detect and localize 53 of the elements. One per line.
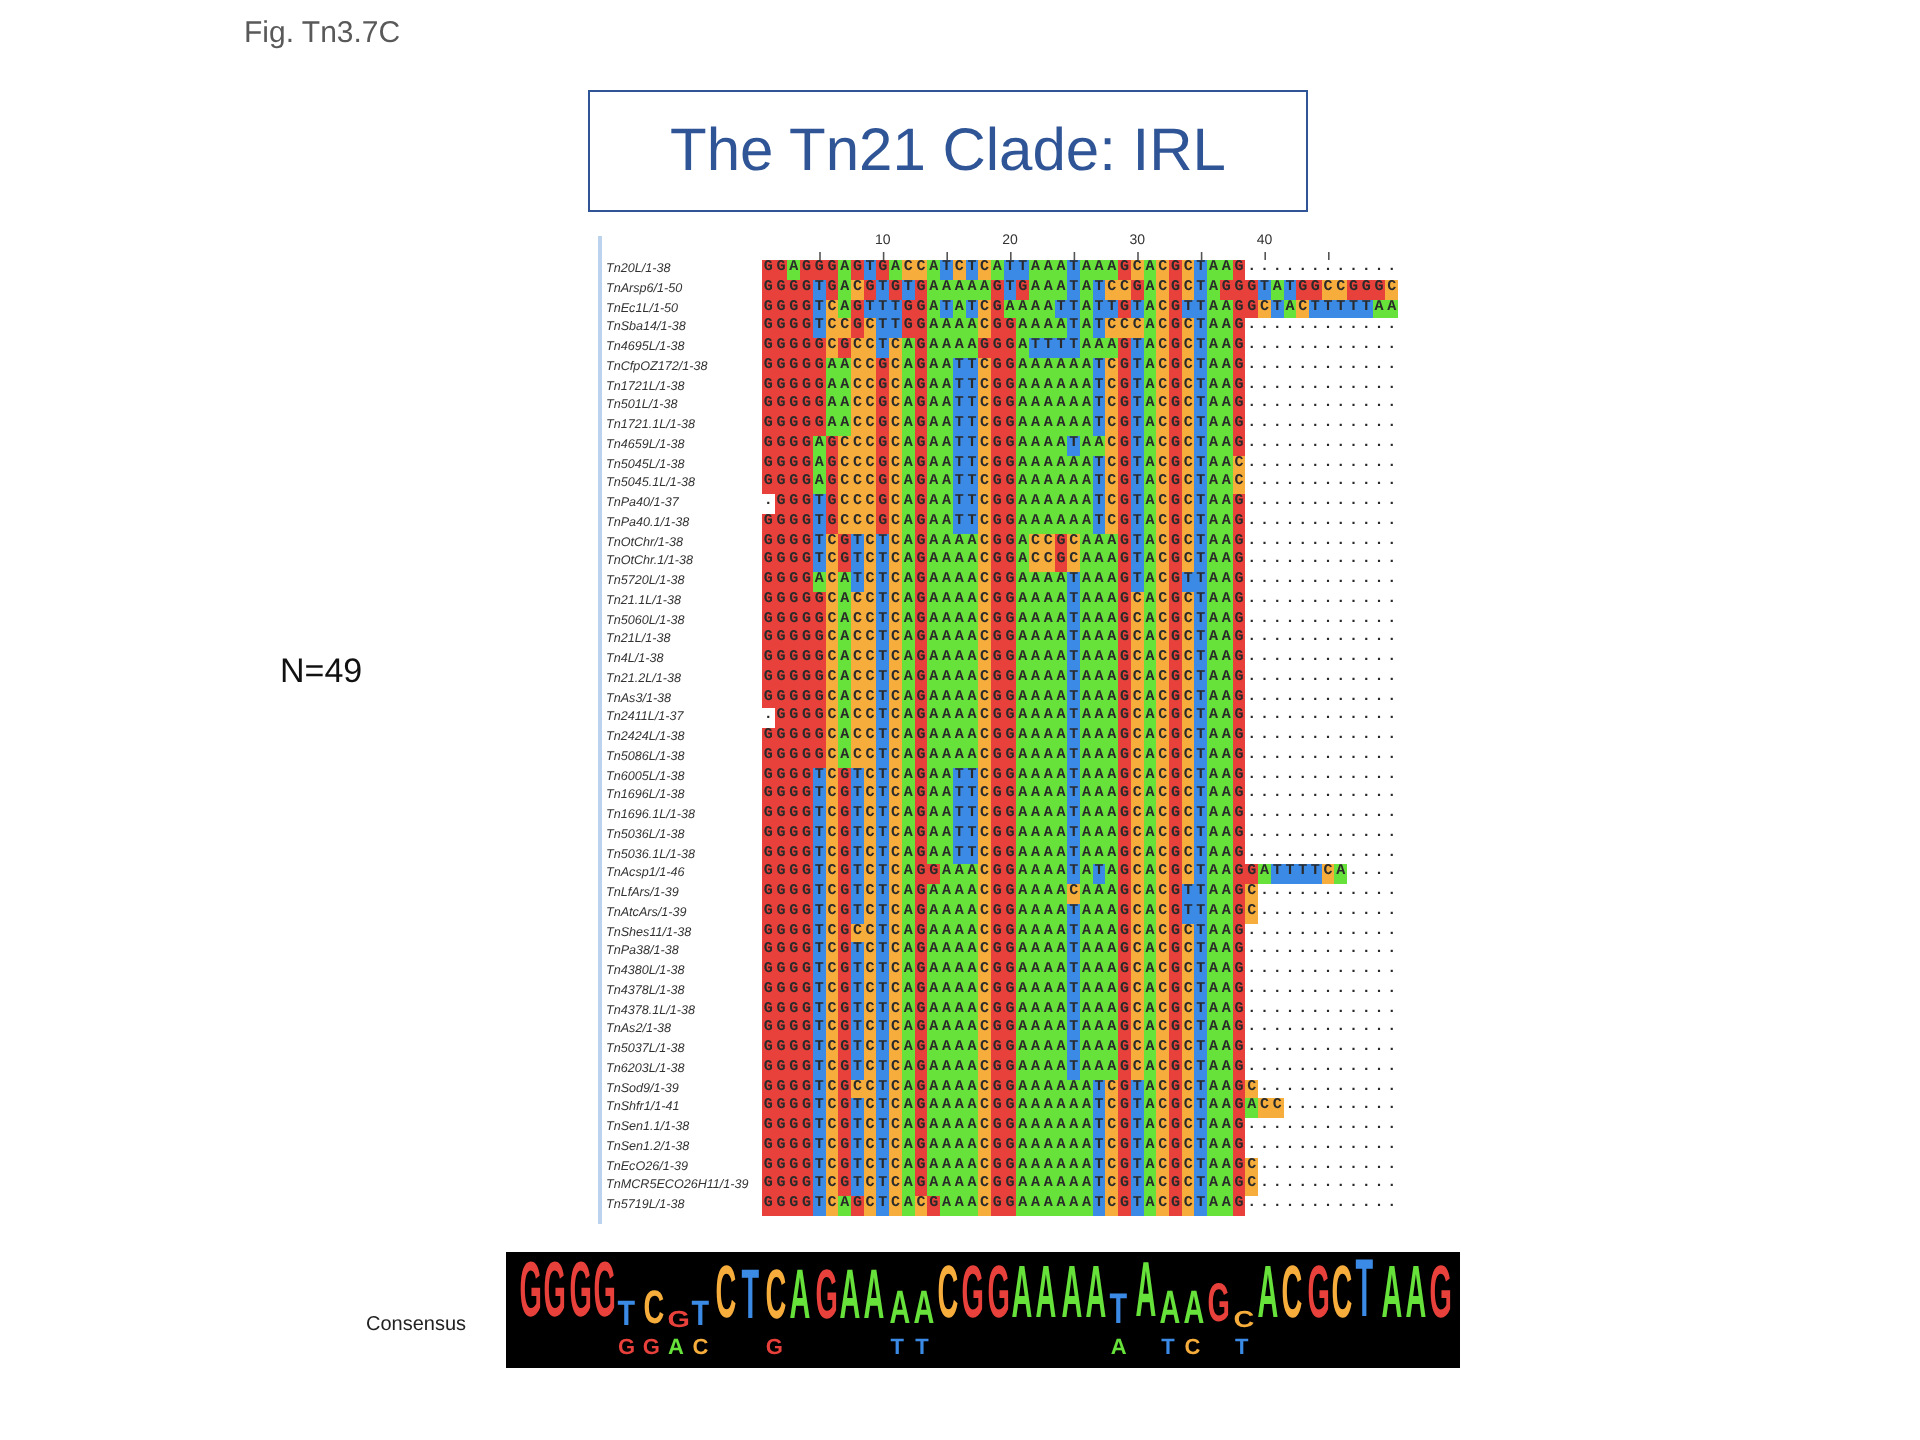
consensus-letter: G <box>667 1308 685 1332</box>
consensus-letter: A <box>1036 1258 1054 1332</box>
consensus-letter: G <box>640 1336 662 1360</box>
consensus-letter: C <box>690 1336 711 1360</box>
consensus-letter: G <box>1306 1258 1325 1332</box>
consensus-letter: C <box>765 1262 784 1332</box>
consensus-letter: A <box>1380 1258 1399 1332</box>
consensus-letter: A <box>1134 1254 1153 1332</box>
consensus-letter: G <box>1208 1277 1226 1332</box>
consensus-letter: G <box>986 1258 1005 1332</box>
consensus-letter: G <box>593 1254 611 1332</box>
consensus-letter: G <box>616 1336 638 1360</box>
consensus-letter: G <box>814 1262 833 1332</box>
consensus-letter: A <box>665 1336 686 1360</box>
consensus-letter: A <box>1257 1258 1276 1332</box>
consensus-letter: G <box>962 1258 980 1332</box>
consensus-letter: T <box>1355 1250 1374 1332</box>
sample-count: N=49 <box>280 652 363 692</box>
consensus-letter: G <box>519 1254 538 1332</box>
consensus-letter: G <box>568 1254 587 1332</box>
consensus-letter: C <box>1232 1308 1251 1332</box>
consensus-letter: T <box>913 1336 931 1360</box>
consensus-letter: C <box>716 1258 734 1332</box>
title-text: The Tn21 Clade: IRL <box>588 90 1308 212</box>
row-label: Consensus <box>366 1314 467 1336</box>
consensus-letter: T <box>1109 1289 1128 1332</box>
consensus-letter: A <box>1108 1336 1129 1360</box>
consensus-letter: T <box>888 1336 907 1360</box>
consensus-letter: C <box>642 1285 661 1332</box>
consensus-letter: T <box>1232 1336 1251 1360</box>
figure-label: Fig. Tn3.7C <box>244 16 401 50</box>
consensus-letter: G <box>544 1254 562 1332</box>
consensus-letter: A <box>839 1262 857 1332</box>
consensus-letter: T <box>1159 1336 1177 1360</box>
consensus-letter: A <box>1085 1258 1103 1332</box>
consensus-letter: A <box>1060 1258 1079 1332</box>
consensus-letter: A <box>1405 1258 1423 1332</box>
consensus-letter: T <box>691 1296 710 1332</box>
consensus-letter: A <box>863 1262 882 1332</box>
consensus-letter: C <box>1331 1258 1349 1332</box>
consensus-letter: G <box>1429 1258 1448 1332</box>
consensus-letter: C <box>1182 1336 1203 1360</box>
consensus-letter: A <box>1183 1285 1202 1332</box>
consensus-letter: A <box>1011 1258 1030 1332</box>
consensus-letter: A <box>790 1262 808 1332</box>
consensus-letter: C <box>937 1258 956 1332</box>
consensus-letter: T <box>740 1262 759 1332</box>
consensus-letter: A <box>1159 1285 1177 1332</box>
consensus-letter: A <box>888 1285 907 1332</box>
consensus-letter: G <box>763 1336 785 1360</box>
consensus-letter: A <box>913 1285 931 1332</box>
consensus-letter: C <box>1282 1258 1300 1332</box>
consensus-letter: T <box>617 1296 636 1332</box>
